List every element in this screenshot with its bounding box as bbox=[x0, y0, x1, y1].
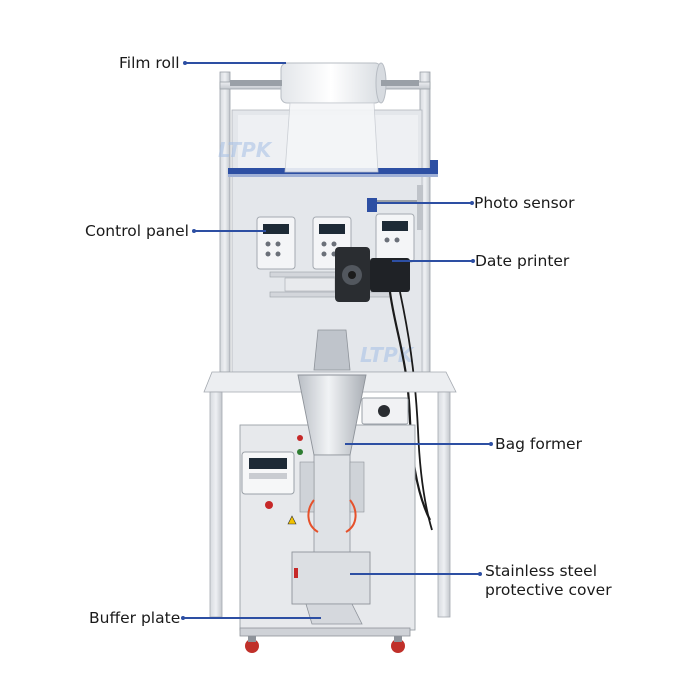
control-panel-label: Control panel bbox=[85, 222, 189, 240]
bag-former bbox=[297, 329, 367, 556]
bag-former-leader bbox=[345, 441, 493, 445]
buffer-plate-label: Buffer plate bbox=[89, 609, 181, 627]
machine-base bbox=[239, 627, 411, 653]
protective-cover-label: Stainless steel protective cover bbox=[485, 562, 612, 599]
photo-sensor-label: Photo sensor bbox=[474, 194, 575, 212]
date-printer-leader bbox=[392, 258, 475, 262]
protective-cover bbox=[291, 551, 371, 605]
svg-text:LTPK: LTPK bbox=[218, 138, 273, 162]
buffer-plate bbox=[305, 603, 363, 625]
buffer-plate-leader bbox=[181, 615, 321, 619]
date-printer-assembly bbox=[269, 247, 433, 531]
photo-sensor-leader bbox=[377, 200, 474, 204]
film-roll-leader bbox=[183, 60, 286, 64]
svg-text:LTPK: LTPK bbox=[360, 343, 415, 367]
date-printer-label: Date printer bbox=[475, 252, 570, 270]
protective-cover-leader bbox=[350, 571, 482, 575]
film-roll bbox=[230, 62, 419, 173]
control-panel-leader bbox=[192, 228, 266, 232]
film-roll-label: Film roll bbox=[119, 54, 180, 72]
bag-former-label: Bag former bbox=[495, 435, 582, 453]
